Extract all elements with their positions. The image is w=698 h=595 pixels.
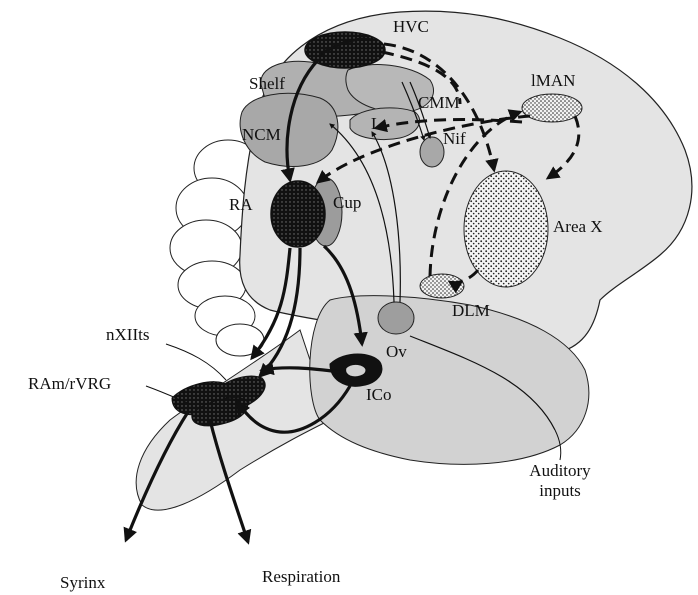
- cup-label: Cup: [333, 193, 361, 212]
- auditory-inputs-label-line1: Auditory: [529, 461, 591, 480]
- nif-label: Nif: [443, 129, 466, 148]
- dlm-nucleus: [420, 274, 464, 298]
- ra-label: RA: [229, 195, 253, 214]
- dlm-label: DLM: [452, 301, 490, 320]
- lman-nucleus: [522, 94, 582, 122]
- l-label: L: [371, 114, 381, 133]
- l-region: [350, 108, 420, 140]
- shelf-label: Shelf: [249, 74, 285, 93]
- nxiits-leader: [166, 344, 226, 380]
- auditory-inputs-label-line2: inputs: [539, 481, 581, 500]
- hvc-label: HVC: [393, 17, 429, 36]
- syrinx-label: Syrinx: [60, 573, 106, 592]
- ra-nucleus: [271, 181, 325, 247]
- ov-label: Ov: [386, 342, 407, 361]
- ov-region: [378, 302, 414, 334]
- area-x-label: Area X: [553, 217, 603, 236]
- nif-region: [420, 137, 444, 167]
- ico-label: ICo: [366, 385, 392, 404]
- cmm-label: CMM: [418, 93, 460, 112]
- ram-rvrg-label: RAm/rVRG: [28, 374, 111, 393]
- respiration-label: Respiration: [262, 567, 341, 586]
- ncm-label: NCM: [242, 125, 281, 144]
- lman-label: lMAN: [531, 71, 575, 90]
- nxiits-label: nXIIts: [106, 325, 149, 344]
